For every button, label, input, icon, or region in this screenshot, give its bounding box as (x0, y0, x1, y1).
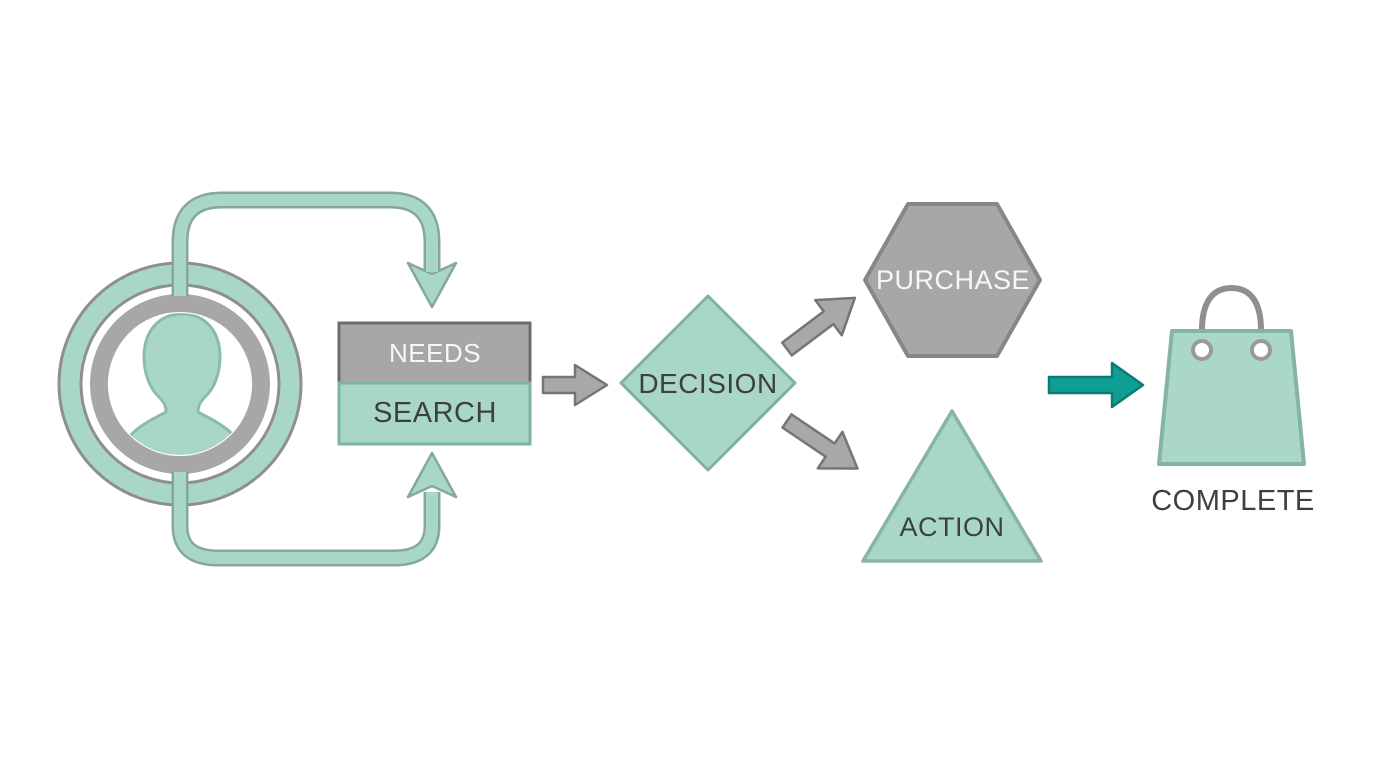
arrow-right-icon (541, 363, 609, 407)
bag-grommet-left (1191, 339, 1213, 361)
user-avatar-icon (57, 261, 303, 507)
needs-label: NEEDS (388, 338, 482, 368)
person-silhouette-icon (118, 313, 246, 455)
loop-arrow-bottom (171, 451, 458, 567)
loop-arrow-top (171, 191, 458, 309)
shopping-bag-icon (1157, 284, 1306, 466)
action-triangle (861, 409, 1043, 563)
complete-arrow-icon (1047, 361, 1145, 409)
complete-label: COMPLETE (1151, 484, 1315, 517)
purchase-label: PURCHASE (875, 264, 1031, 295)
search-label: SEARCH (373, 397, 497, 429)
arrow-up-right-icon (780, 296, 857, 357)
bag-body (1157, 329, 1306, 466)
decision-label: DECISION (638, 367, 778, 399)
bag-grommet-right (1250, 339, 1272, 361)
purchase-hexagon (863, 202, 1042, 358)
decision-diamond (619, 294, 797, 472)
bag-handle (1199, 284, 1264, 353)
action-label: ACTION (899, 511, 1005, 542)
arrow-down-right-icon (781, 413, 859, 470)
search-box (337, 381, 532, 446)
